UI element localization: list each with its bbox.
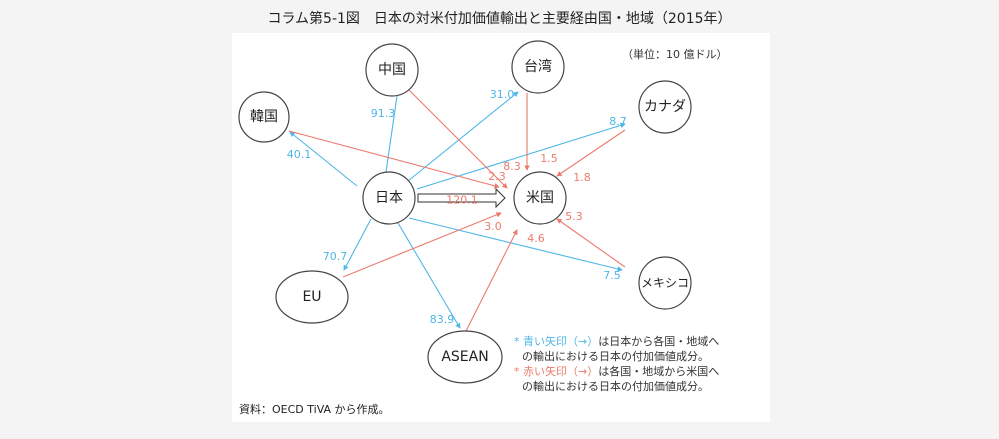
value-japan-eu: 70.7 — [323, 250, 348, 263]
arrow-japan-china — [385, 88, 401, 173]
arrow-japan-canada — [416, 122, 626, 190]
node-china — [365, 43, 419, 97]
arrow-japan-korea — [289, 131, 358, 187]
value-china-usa: 8.3 — [503, 160, 521, 173]
node-mexico — [638, 256, 692, 310]
node-korea — [238, 91, 290, 143]
value-mexico-usa: 5.3 — [565, 210, 583, 223]
hollow-arrow-japan-usa — [417, 187, 506, 209]
arrow-japan-mexico — [408, 217, 623, 272]
label-china: 中国 — [378, 62, 406, 78]
legend-blue-cont: の輸出における日本の付加価値成分。 — [522, 349, 709, 363]
label-asean: ASEAN — [441, 349, 488, 365]
arrow-mexico-usa — [556, 218, 626, 268]
arrow-eu-usa — [342, 212, 502, 278]
node-asean — [427, 330, 503, 384]
label-mexico: メキシコ — [641, 276, 689, 290]
label-taiwan: 台湾 — [524, 58, 552, 75]
legend-blue: * 青い矢印（→）は日本から各国・地域へ — [514, 334, 719, 348]
node-japan — [362, 171, 416, 225]
value-korea-usa: 2.3 — [488, 170, 506, 183]
value-japan-asean: 83.9 — [430, 313, 455, 326]
value-taiwan-usa: 1.5 — [540, 152, 558, 165]
direct-value: 120.1 — [446, 194, 478, 207]
value-japan-china: 91.3 — [371, 107, 396, 120]
label-korea: 韓国 — [250, 109, 278, 125]
arrow-japan-taiwan — [407, 91, 519, 182]
value-japan-taiwan: 31.0 — [490, 88, 515, 101]
label-eu: EU — [302, 289, 321, 305]
arrow-korea-usa — [288, 130, 500, 189]
value-canada-usa: 1.8 — [573, 171, 591, 184]
value-japan-korea: 40.1 — [287, 148, 312, 161]
label-canada: カナダ — [644, 99, 686, 115]
figure-title: コラム第5-1図 日本の対米付加価値輸出と主要経由国・地域（2015年） — [267, 11, 732, 27]
arrow-china-usa — [404, 85, 508, 189]
unit-label: （単位：10 億ドル） — [622, 47, 728, 61]
node-usa — [513, 171, 567, 225]
arrow-asean-usa — [465, 229, 518, 332]
label-japan: 日本 — [375, 190, 403, 206]
arrow-japan-eu — [343, 218, 372, 271]
legend-red: * 赤い矢印（→）は各国・地域から米国へ — [514, 364, 719, 378]
label-usa: 米国 — [526, 190, 554, 206]
arrow-canada-usa — [556, 129, 626, 177]
arrow-japan-asean — [397, 222, 461, 329]
node-taiwan — [511, 40, 565, 94]
value-asean-usa: 4.6 — [527, 232, 545, 245]
source-note: 資料：OECD TiVA から作成。 — [239, 402, 390, 416]
node-eu — [275, 270, 349, 324]
legend-red-cont: の輸出における日本の付加価値成分。 — [522, 379, 709, 393]
node-canada — [638, 80, 692, 134]
value-japan-mexico: 7.5 — [603, 269, 621, 282]
value-eu-usa: 3.0 — [484, 220, 502, 233]
value-japan-canada: 8.7 — [609, 115, 627, 128]
